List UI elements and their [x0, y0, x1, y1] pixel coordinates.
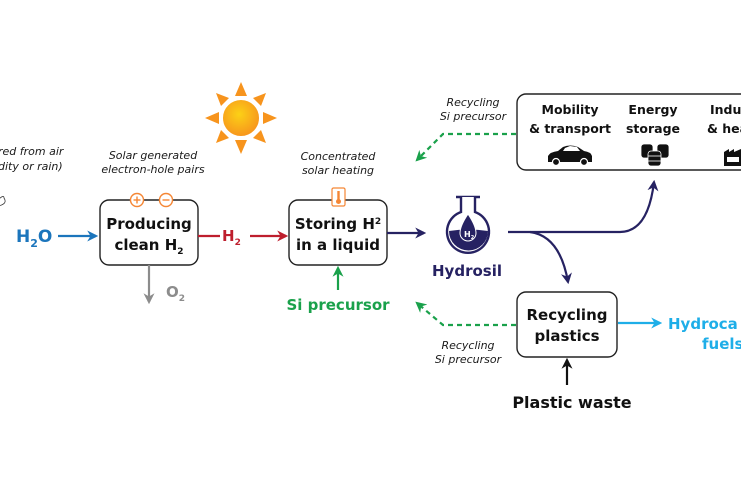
- sun-icon: [205, 82, 277, 154]
- application-mobility: Mobility & transport: [529, 102, 611, 167]
- battery-stack-icon: [640, 143, 670, 167]
- energy-line1: Energy: [628, 102, 677, 117]
- recycle-bottom-line2: Si precursor: [435, 353, 503, 366]
- recycle-bottom-line1: Recycling: [441, 339, 494, 352]
- recycle-top-line2: Si precursor: [440, 110, 508, 123]
- heating-caption-line1: Concentrated: [301, 150, 377, 163]
- application-industry: Indu & hea: [707, 102, 741, 166]
- si-precursor-label: Si precursor: [286, 296, 390, 314]
- plastic-waste-label: Plastic waste: [512, 393, 631, 412]
- water-source: red from air dity or rain) H2O: [0, 145, 99, 250]
- to-recycling-arrow: [529, 230, 572, 285]
- heating-caption-line2: solar heating: [302, 164, 374, 177]
- hydrosil-flask-icon: H2: [445, 195, 491, 254]
- energy-line2: storage: [626, 121, 680, 136]
- recycle-top-line1: Recycling: [446, 96, 499, 109]
- solar-caption-line1: Solar generated: [109, 149, 198, 162]
- to-applications-arrow: [508, 179, 659, 234]
- h2o-label: H2O: [16, 227, 52, 250]
- recycle-top-arrow: [415, 132, 516, 162]
- hydrosil-label: Hydrosil: [432, 262, 502, 280]
- flask-h2-label: H2: [464, 230, 475, 241]
- recycle-bottom-arrow: [415, 301, 516, 327]
- storing-line1: Storing H2: [295, 215, 381, 233]
- o2-label: O2: [166, 283, 185, 304]
- factory-icon: [724, 149, 741, 166]
- water-caption-line2: dity or rain): [0, 160, 63, 173]
- industry-line1: Indu: [710, 102, 741, 117]
- producing-box: Producing clean H2: [99, 192, 199, 266]
- solar-caption-line2: electron-hole pairs: [101, 163, 204, 176]
- mobility-line1: Mobility: [542, 102, 599, 117]
- water-caption-line1: red from air: [0, 145, 65, 158]
- producing-line1: Producing: [106, 215, 192, 233]
- applications-box: Mobility & transport Energy storage Indu: [516, 93, 741, 171]
- storing-line2: in a liquid: [296, 236, 380, 254]
- recycling-plastics-box: Recycling plastics: [516, 291, 618, 358]
- application-energy-storage: Energy storage: [626, 102, 680, 167]
- car-icon: [548, 145, 592, 167]
- hydrocarbon-line2: fuels: [702, 335, 741, 353]
- storing-box: Storing H2 in a liquid: [288, 187, 388, 266]
- h2-label: H2: [222, 227, 241, 248]
- mobility-line2: & transport: [529, 121, 611, 136]
- recycling-plastics-line1: Recycling: [527, 306, 608, 324]
- hydrocarbon-line1: Hydroca: [668, 315, 738, 333]
- cloud-icon: [0, 196, 6, 206]
- thermometer-icon: [331, 187, 346, 207]
- producing-line2: clean H2: [114, 236, 183, 257]
- recycling-plastics-line2: plastics: [534, 327, 599, 345]
- industry-line2: & hea: [707, 121, 741, 136]
